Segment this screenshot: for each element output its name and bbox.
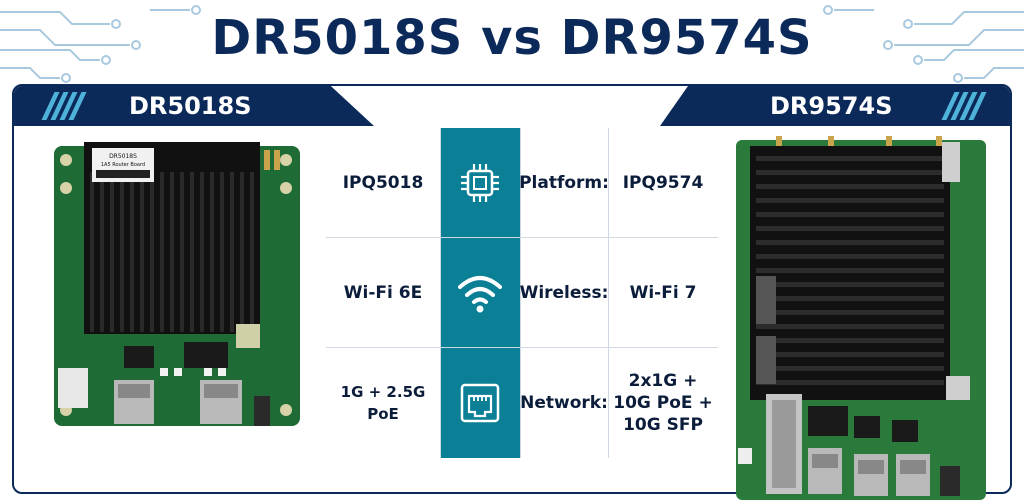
- network-value-line3: 10G SFP: [623, 415, 703, 435]
- right-board-name: DR9574S: [770, 92, 893, 120]
- comparison-row-platform: IPQ5018 Platform: IPQ9574: [326, 128, 718, 238]
- hatch-decoration-left: [41, 92, 87, 120]
- dr9574s-wireless-value: Wi-Fi 7: [629, 283, 697, 303]
- network-value-line1: 2x1G +: [628, 371, 698, 391]
- board-label-line2: 1A5 Router Board: [101, 162, 145, 168]
- icon-column: [440, 128, 520, 458]
- dr5018s-wireless-value: Wi-Fi 6E: [343, 283, 423, 303]
- comparison-row-network: 1G + 2.5G PoE Network: 2x1G + 10G PoE + …: [326, 348, 718, 458]
- network-label: Network:: [520, 393, 608, 413]
- dr9574s-board-image: [736, 136, 986, 500]
- left-board-name: DR5018S: [129, 92, 252, 120]
- network-value-line2: 10G PoE +: [613, 393, 713, 413]
- comparison-row-wireless: Wi-Fi 6E Wireless: Wi-Fi 7: [326, 238, 718, 348]
- dr5018s-board-image: DR5018S 1A5 Router Board: [54, 142, 300, 428]
- platform-label: Platform:: [519, 173, 609, 193]
- ethernet-port-icon: [440, 348, 520, 458]
- circuit-decoration-right: [823, 5, 1024, 83]
- wifi-icon: [440, 238, 520, 348]
- dr9574s-network-value: 2x1G + 10G PoE + 10G SFP: [608, 348, 718, 458]
- page-title: DR5018S vs DR9574S: [211, 10, 813, 66]
- dr9574s-platform-value: IPQ9574: [622, 173, 704, 193]
- board-label-line1: DR5018S: [109, 153, 137, 160]
- circuit-decoration-left: [0, 5, 201, 83]
- dr5018s-network-value: 1G + 2.5G PoE: [340, 383, 426, 423]
- cpu-chip-icon: [440, 128, 520, 238]
- dr5018s-platform-value: IPQ5018: [342, 173, 424, 193]
- hatch-decoration-right: [941, 92, 987, 120]
- comparison-table: IPQ5018 Platform: IPQ9574 Wi-Fi 6E: [326, 128, 718, 458]
- wireless-label: Wireless:: [519, 283, 609, 303]
